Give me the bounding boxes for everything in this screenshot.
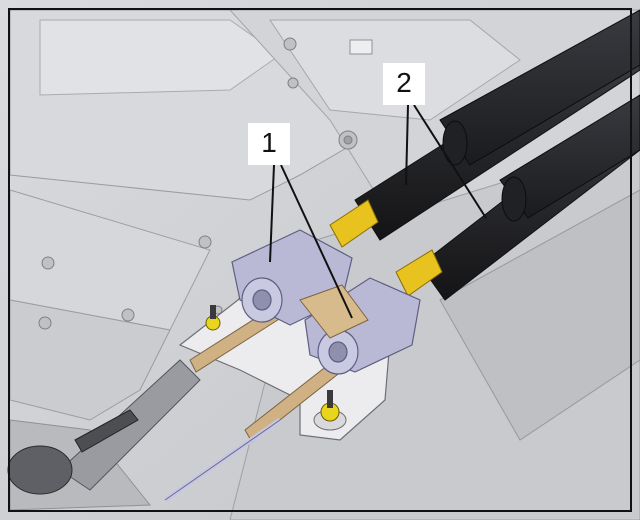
callout-2: 2 — [383, 63, 425, 105]
rear-bracket-slot — [349, 39, 373, 55]
lower-cable-tip — [74, 409, 139, 453]
slide-plate — [299, 284, 369, 339]
leader-1b — [280, 164, 353, 319]
screw-heads — [38, 37, 358, 330]
frame-border — [8, 8, 632, 512]
bolts — [205, 305, 340, 422]
ferrule-1 — [329, 199, 379, 248]
top-plate-inner — [39, 19, 281, 96]
leader-2a — [405, 104, 409, 186]
lower-boot — [7, 445, 73, 495]
ferrules — [329, 199, 443, 297]
leader-1a — [269, 164, 275, 263]
cable-sheaths — [354, 9, 640, 301]
ferrule-2 — [395, 249, 443, 297]
leader-2b — [413, 104, 487, 219]
floor-channel — [439, 189, 640, 441]
leader-lines — [269, 104, 487, 319]
callout-1: 1 — [248, 123, 290, 165]
